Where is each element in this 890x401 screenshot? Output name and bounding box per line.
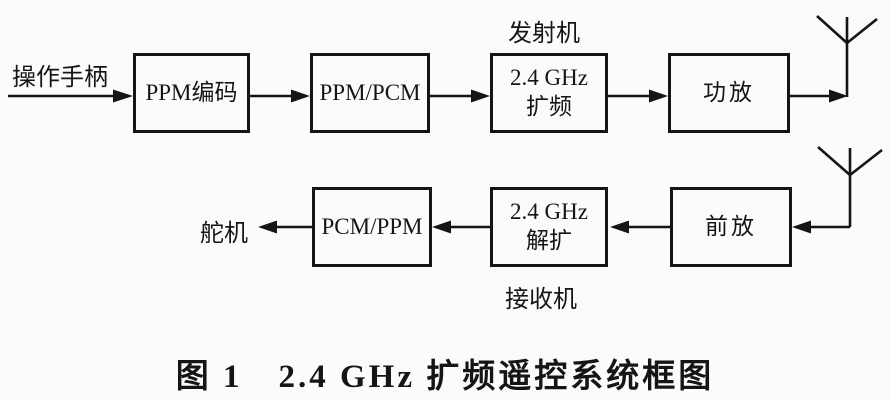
input-label: 操作手柄 <box>12 65 108 91</box>
rx-antenna-icon <box>817 146 883 227</box>
block-pcm-ppm-label: PCM/PPM <box>321 213 423 239</box>
block-ppm-encoder-label: PPM编码 <box>145 79 238 105</box>
arrow-spread-to-power-amp <box>608 89 668 103</box>
block-ppm-encoder: PPM编码 <box>133 53 250 133</box>
arrow-pcm-ppm-to-servo <box>258 220 312 234</box>
arrow-despread-to-pcm-ppm <box>432 220 490 234</box>
arrow-preamp-to-despread <box>610 220 670 234</box>
block-pcm-ppm: PCM/PPM <box>312 187 432 267</box>
block-power-amplifier: 功放 <box>668 53 790 133</box>
arrow-ppm-encoder-to-ppm-pcm <box>250 89 310 103</box>
output-label: 舵机 <box>200 221 248 247</box>
block-preamplifier: 前放 <box>670 187 792 267</box>
block-ppm-pcm: PPM/PCM <box>310 53 430 133</box>
arrow-input-to-ppm-encoder <box>8 89 133 103</box>
block-despread-label-line2: 解扩 <box>526 228 572 253</box>
transmitter-label: 发射机 <box>508 21 580 47</box>
block-spread-label-line2: 扩频 <box>526 94 572 119</box>
block-despread: 2.4 GHz 解扩 <box>490 187 608 267</box>
block-despread-label-line1: 2.4 GHz <box>510 199 588 225</box>
receiver-label: 接收机 <box>505 287 577 313</box>
tx-antenna-icon <box>816 15 878 97</box>
block-spread-spectrum: 2.4 GHz 扩频 <box>490 53 608 133</box>
figure-caption: 图 1 2.4 GHz 扩频遥控系统框图 <box>175 359 715 395</box>
block-preamplifier-label: 前放 <box>705 213 757 239</box>
block-ppm-pcm-label: PPM/PCM <box>319 79 421 105</box>
arrow-power-amp-to-tx-antenna <box>790 89 848 103</box>
arrow-rx-antenna-to-preamp <box>792 220 850 234</box>
block-spread-label-line1: 2.4 GHz <box>510 65 588 91</box>
block-power-amplifier-label: 功放 <box>703 79 755 105</box>
arrow-ppm-pcm-to-spread <box>430 89 490 103</box>
